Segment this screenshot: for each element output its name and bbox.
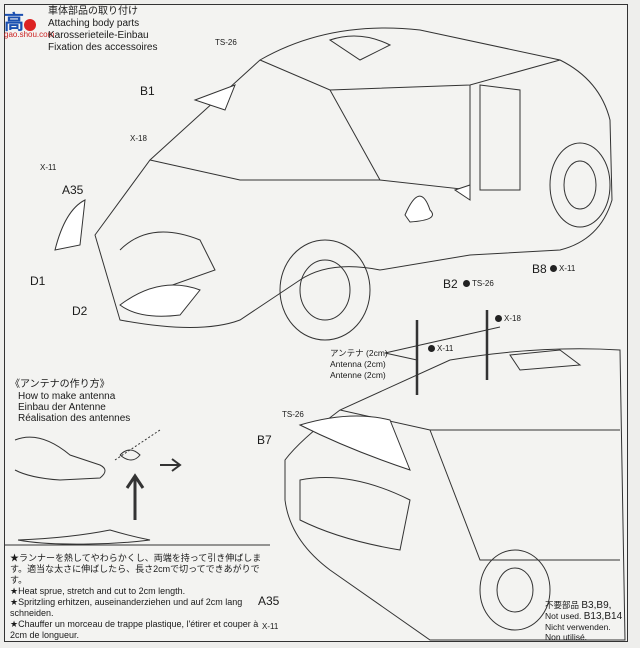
- b1-paint: TS-26: [215, 38, 237, 47]
- paint-dot-icon: [495, 315, 502, 323]
- instruction-en: ★Heat sprue, stretch and cut to 2cm leng…: [10, 586, 186, 596]
- instruction-ja: ★ランナーを熱してやわらかくし、両端を持って引き伸ばします。適当な太さに伸ばした…: [10, 553, 262, 585]
- part-a35-bottom: A35: [258, 594, 280, 608]
- part-b8: B8: [532, 262, 547, 276]
- title-fr: Fixation des accessoires: [48, 42, 158, 53]
- part-d1: D1: [30, 274, 46, 288]
- instruction-page: [4, 4, 628, 642]
- antenna-paint-x11: X-11: [428, 344, 453, 353]
- instruction-fr: ★Chauffer un morceau de trappe plastique…: [10, 619, 259, 640]
- howto-fr: Réalisation des antennes: [18, 413, 131, 424]
- title-de: Karosserieteile-Einbau: [48, 30, 149, 41]
- antenna-label-ja: アンテナ (2cm): [330, 348, 388, 358]
- not-used-de: Nicht verwenden.: [545, 622, 611, 632]
- howto-en: How to make antenna: [18, 391, 116, 402]
- antenna-making-illustration: [14, 429, 182, 545]
- not-used-ja: 不要部品: [545, 600, 580, 610]
- title-ja: 車体部品の取り付け: [48, 6, 138, 17]
- watermark-text: gao.shou.com: [4, 30, 55, 39]
- top-car-drawing: [54, 27, 613, 341]
- b2-paint: TS-26: [463, 279, 494, 288]
- part-a35-top: A35: [62, 183, 84, 197]
- watermark-logo: 高 gao.shou.com: [4, 12, 55, 39]
- not-used-en: Not used.: [545, 611, 582, 621]
- paint-dot-icon: [463, 280, 470, 288]
- not-used-fr: Non utilisé.: [545, 632, 588, 642]
- antenna-label-en: Antenna (2cm): [330, 359, 386, 369]
- part-b2: B2: [443, 277, 458, 291]
- howto-ja: 《アンテナの作り方》: [10, 379, 110, 390]
- b8-paint: X-11: [550, 264, 575, 273]
- b7-paint: TS-26: [282, 410, 304, 419]
- paint-dot-icon: [428, 345, 435, 353]
- antenna-label-de: Antenne (2cm): [330, 370, 386, 380]
- paint-dot-icon: [550, 265, 557, 273]
- a35-paint-x11: X-11: [40, 163, 57, 172]
- part-b7: B7: [257, 433, 272, 447]
- title-en: Attaching body parts: [48, 18, 140, 29]
- bottom-car-drawing: [284, 348, 626, 641]
- part-b1: B1: [140, 84, 155, 98]
- a35-bottom-paint: X-11: [262, 622, 279, 631]
- antenna-paint-x18: X-18: [495, 314, 521, 323]
- not-used-list-1: B3,B9,: [581, 600, 612, 611]
- a35-paint-x18: X-18: [130, 134, 147, 143]
- instruction-de: ★Spritzling erhitzen, auseinanderziehen …: [10, 597, 243, 618]
- instructions: ★ランナーを熱してやわらかくし、両端を持って引き伸ばします。適当な太さに伸ばした…: [10, 553, 265, 641]
- part-d2: D2: [72, 304, 88, 318]
- not-used-parts: 不要部品 B3,B9, Not used. B13,B14 Nicht verw…: [545, 600, 622, 642]
- howto-de: Einbau der Antenne: [18, 402, 106, 413]
- not-used-list-2: B13,B14: [583, 611, 623, 622]
